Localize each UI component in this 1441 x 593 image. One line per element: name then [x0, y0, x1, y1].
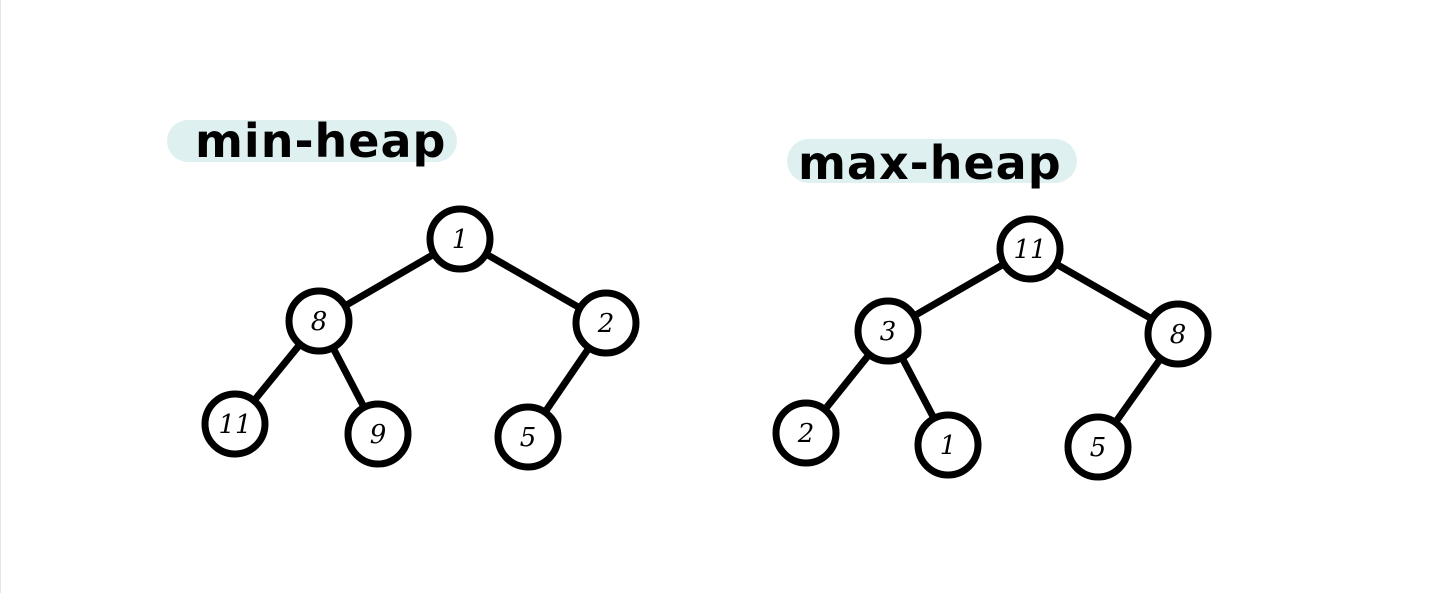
node-label: 5: [1090, 433, 1107, 463]
heap-title: max-heap: [798, 136, 1062, 190]
node-label: 1: [452, 225, 469, 255]
tree-node: 3: [854, 297, 922, 365]
tree-node: 11: [201, 390, 269, 458]
node-label: 2: [597, 309, 615, 339]
node-label: 9: [370, 420, 387, 450]
node-circle: [1144, 300, 1212, 368]
node-label: 2: [797, 419, 815, 449]
tree-node: 5: [494, 403, 562, 471]
tree-node: 11: [996, 215, 1064, 283]
node-circle: [914, 411, 982, 479]
node-label: 11: [1013, 235, 1046, 265]
node-circle: [426, 205, 494, 273]
heap-title: min-heap: [195, 114, 446, 168]
node-circle: [572, 289, 640, 357]
node-circle: [201, 390, 269, 458]
node-circle: [854, 297, 922, 365]
tree-node: 8: [285, 287, 353, 355]
title-highlight: [787, 139, 1077, 183]
tree-node: 9: [344, 400, 412, 468]
min-heap-group: min-heap 1 8 2 11 9 5: [167, 114, 640, 471]
node-label: 11: [218, 410, 251, 440]
node-label: 8: [311, 307, 328, 337]
tree-node: 8: [1144, 300, 1212, 368]
node-circle: [772, 399, 840, 467]
tree-node: 2: [772, 399, 840, 467]
node-circle: [285, 287, 353, 355]
tree-node: 5: [1064, 413, 1132, 481]
tree-node: 1: [914, 411, 982, 479]
tree-node: 1: [426, 205, 494, 273]
tree-node: 2: [572, 289, 640, 357]
title-highlight: [167, 120, 457, 162]
node-circle: [344, 400, 412, 468]
node-label: 3: [880, 317, 897, 347]
node-label: 5: [520, 423, 537, 453]
node-circle: [1064, 413, 1132, 481]
node-label: 1: [940, 431, 957, 461]
node-label: 8: [1170, 320, 1187, 350]
max-heap-group: max-heap 11 3 8 2 1 5: [772, 136, 1212, 481]
node-circle: [996, 215, 1064, 283]
node-circle: [494, 403, 562, 471]
